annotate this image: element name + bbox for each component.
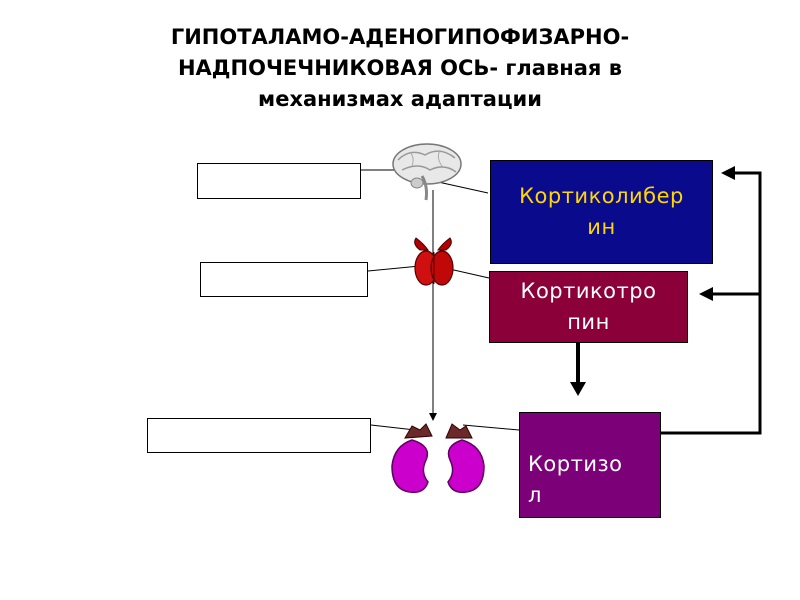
adrenal-pointer-line <box>370 424 416 431</box>
adrenal-glands-icon <box>391 423 485 494</box>
title-line-3: механизмах адаптации <box>258 87 542 111</box>
corticoliberin-label-line-2: ин <box>587 215 616 239</box>
cortisol-box: Кортизо л <box>519 412 661 518</box>
adrenal-to-cortisol-line <box>462 424 520 431</box>
cortisol-label-line-2: л <box>528 483 542 507</box>
title-line-1: ГИПОТАЛАМО-АДЕНОГИПОФИЗАРНО- <box>170 25 630 49</box>
corticoliberin-label-line-1: Кортиколибер <box>519 184 684 208</box>
adrenal-label-box <box>147 418 371 453</box>
page-title: ГИПОТАЛАМО-АДЕНОГИПОФИЗАРНО- НАДПОЧЕЧНИК… <box>60 22 740 115</box>
pituitary-pointer-line <box>367 265 421 272</box>
pituitary-gland-icon <box>414 237 454 286</box>
corticoliberin-box: Кортиколибер ин <box>490 160 713 264</box>
corticotropin-label-line-1: Кортикотро <box>520 279 657 303</box>
corticotropin-box: Кортикотро пин <box>489 271 688 343</box>
title-line-2: НАДПОЧЕЧНИКОВАЯ ОСЬ- главная в <box>177 56 623 80</box>
acth-to-cortisol-arrow <box>570 343 586 396</box>
hypothalamus-label-box <box>197 163 361 199</box>
feedback-arrowhead-acth <box>699 287 713 301</box>
cortisol-label-line-1: Кортизо <box>528 452 623 476</box>
corticotropin-label-line-2: пин <box>567 310 610 334</box>
pituitary-label-box <box>200 262 368 297</box>
brain-icon <box>392 143 462 201</box>
feedback-loop <box>661 171 762 435</box>
feedback-arrowhead-crh <box>721 166 735 180</box>
